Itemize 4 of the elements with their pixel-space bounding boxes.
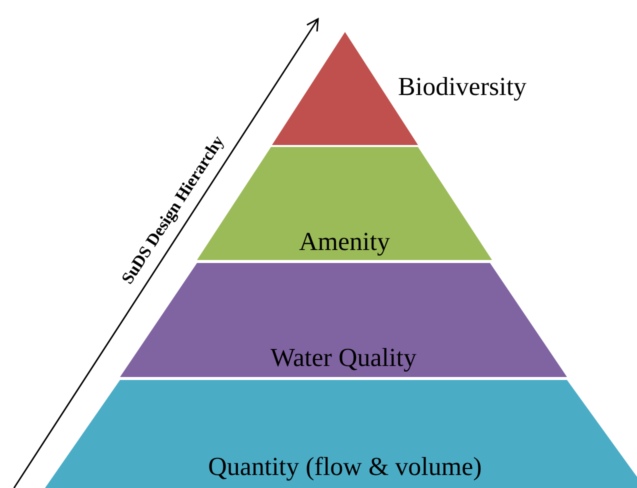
tier-label: Biodiversity [398,72,527,102]
tier-label: Amenity [298,227,391,257]
tier-label: Quantity (flow & volume) [207,452,483,482]
tier-label: Water Quality [270,343,418,373]
